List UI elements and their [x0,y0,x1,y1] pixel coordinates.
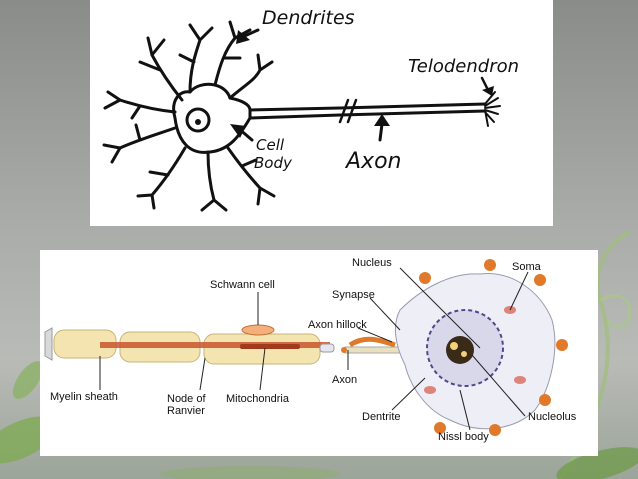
cell-body-outline [172,82,252,154]
nissl-body-label: Nissl body [438,431,489,443]
telodendron-arrow [480,76,490,92]
axon-label: Axon [332,374,357,386]
nucleus-label: Nucleus [352,257,392,269]
schwann-cell-label: Schwann cell [210,279,275,291]
dendrite-tip [534,274,546,286]
soma-body [348,259,568,436]
synapse-label: Synapse [332,289,375,301]
cell-body-label-line1: Cell [256,136,285,154]
mitochondria-shape [240,344,300,349]
dentrite-label: Dentrite [362,411,401,423]
axon-arrow [378,122,384,142]
dendrites-label: Dendrites [262,7,355,29]
axon-hillock-label: Axon hillock [308,319,367,331]
simple-neuron-panel: Dendrites Telodendron Cell Body Axon [90,0,553,226]
schwann-cell-shape [241,324,275,336]
detailed-neuron-panel: Schwann cell Nucleus Soma Synapse Axon h… [40,250,598,456]
dendrite-tip [539,394,551,406]
nucleolus-label: Nucleolus [528,411,577,423]
axon-line [248,102,487,112]
telodendron-branches [484,91,501,127]
myelinated-axon [44,324,406,365]
dendrite-tip [489,424,501,436]
axon-label: Axon [344,149,401,174]
detailed-neuron-drawing: Schwann cell Nucleus Soma Synapse Axon h… [44,257,577,443]
simple-neuron-drawing: Dendrites Telodendron Cell Body Axon [102,7,519,212]
nucleus-shape [185,107,211,133]
soma-label: Soma [512,261,542,273]
telodendron-label: Telodendron [408,56,519,77]
nucleolus-shape [446,336,474,364]
dendrites-branches [102,20,276,212]
mitochondria-label: Mitochondria [226,393,290,405]
dendrite-tip [419,272,431,284]
dendrite-tip [556,339,568,351]
node-of-ranvier-label-line1: Node of [167,393,206,405]
myelin-sheath-label: Myelin sheath [50,391,118,403]
node-of-ranvier-label-line2: Ranvier [167,405,205,417]
dendrite-tip [484,259,496,271]
dendrite-tip [434,422,446,434]
cell-body-label-line2: Body [254,154,293,172]
